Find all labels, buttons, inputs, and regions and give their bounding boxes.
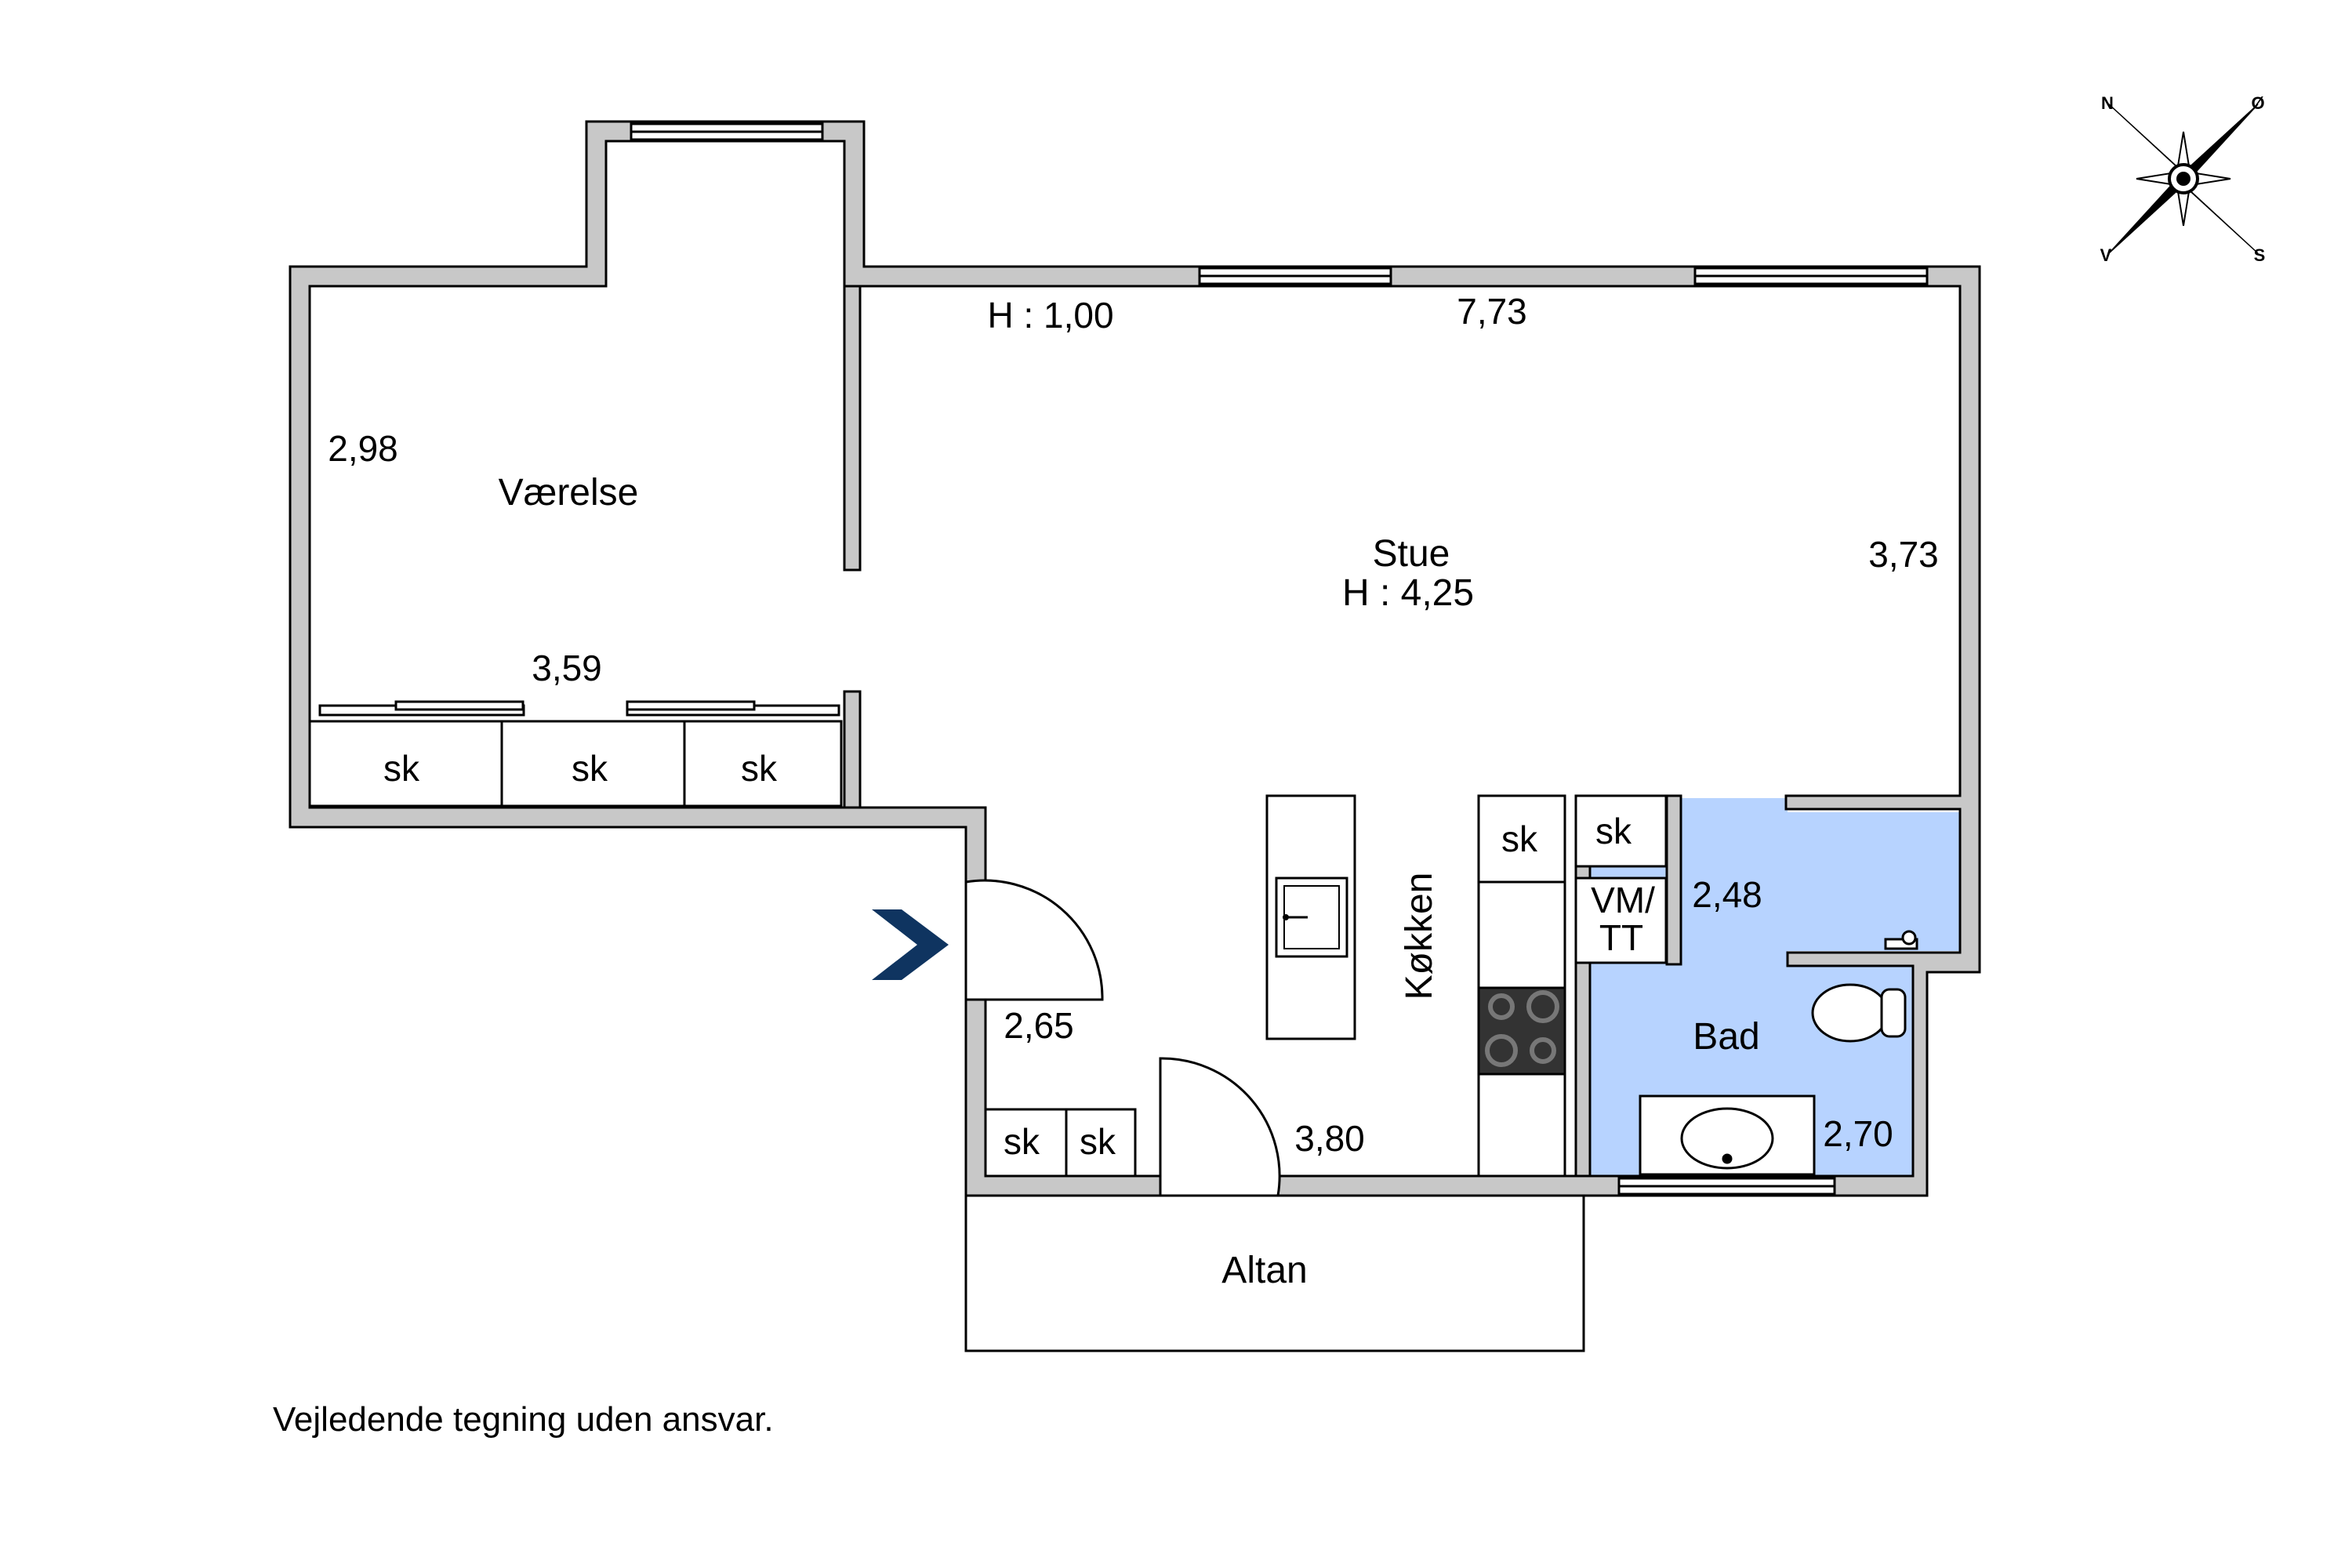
interior-wall-lower bbox=[843, 690, 862, 809]
bathroom-cabinets bbox=[1574, 794, 1668, 964]
window bbox=[1198, 267, 1392, 285]
room-label-bad: Bad bbox=[1693, 1016, 1759, 1058]
room-label-vaerelse: Værelse bbox=[499, 472, 639, 514]
cabinet-label: sk bbox=[1080, 1121, 1116, 1162]
window bbox=[1617, 1177, 1836, 1196]
dimension-label: 2,48 bbox=[1692, 874, 1762, 915]
kitchen-counter bbox=[1477, 794, 1566, 1178]
kitchen-island bbox=[1265, 794, 1356, 1040]
stove-icon bbox=[1485, 990, 1559, 1067]
entrance-cabinets bbox=[984, 1108, 1137, 1178]
cabinet-label: sk bbox=[1595, 811, 1632, 851]
entrance-arrow-icon bbox=[872, 909, 949, 980]
dimension-label: 2,70 bbox=[1823, 1113, 1893, 1154]
compass-label-v: V bbox=[2100, 245, 2112, 265]
compass-icon bbox=[2108, 103, 2259, 254]
room-label-stue: Stue bbox=[1373, 533, 1450, 575]
balcony bbox=[964, 1194, 1585, 1352]
exterior-wall bbox=[289, 120, 1981, 1197]
shower-tap-icon bbox=[1884, 930, 1918, 950]
window bbox=[630, 122, 824, 141]
room-label-altan: Altan bbox=[1221, 1250, 1307, 1291]
washbasin-icon bbox=[1639, 1094, 1816, 1176]
wardrobe bbox=[308, 720, 843, 808]
balcony-door bbox=[1159, 1057, 1281, 1197]
washer-dryer-label: VM/ bbox=[1591, 880, 1655, 920]
cabinet-label: sk bbox=[741, 748, 778, 789]
room-label-kokken: Køkken bbox=[1399, 873, 1440, 1000]
compass-label-n: N bbox=[2101, 93, 2114, 113]
compass-label-o: Ø bbox=[2251, 93, 2264, 113]
toilet-icon bbox=[1811, 983, 1907, 1043]
bathroom-floor bbox=[1590, 798, 1960, 1176]
room-height-stue: H : 4,25 bbox=[1342, 572, 1474, 614]
dimension-label: 2,65 bbox=[1004, 1005, 1074, 1046]
washer-dryer-label: TT bbox=[1599, 917, 1643, 958]
cabinet-label: sk bbox=[1004, 1121, 1040, 1162]
dimension-label: H : 1,00 bbox=[987, 295, 1113, 336]
bathroom-wall-mid bbox=[1665, 794, 1682, 966]
dimension-label: 3,80 bbox=[1294, 1118, 1365, 1159]
window bbox=[1693, 267, 1929, 285]
entrance-door bbox=[964, 879, 1104, 1001]
cabinet-label: sk bbox=[383, 748, 420, 789]
disclaimer-text: Vejledende tegning uden ansvar. bbox=[273, 1400, 774, 1439]
dimension-label: 7,73 bbox=[1457, 291, 1527, 332]
sliding-doors bbox=[318, 700, 840, 717]
cabinet-label: sk bbox=[572, 748, 608, 789]
interior-wall-upper bbox=[843, 285, 862, 572]
dimension-label: 2,98 bbox=[328, 428, 398, 469]
cabinet-label: sk bbox=[1501, 818, 1538, 859]
compass-label-s: S bbox=[2254, 245, 2266, 265]
dimension-label: 3,59 bbox=[532, 648, 602, 688]
dimension-label: 3,73 bbox=[1868, 534, 1939, 575]
